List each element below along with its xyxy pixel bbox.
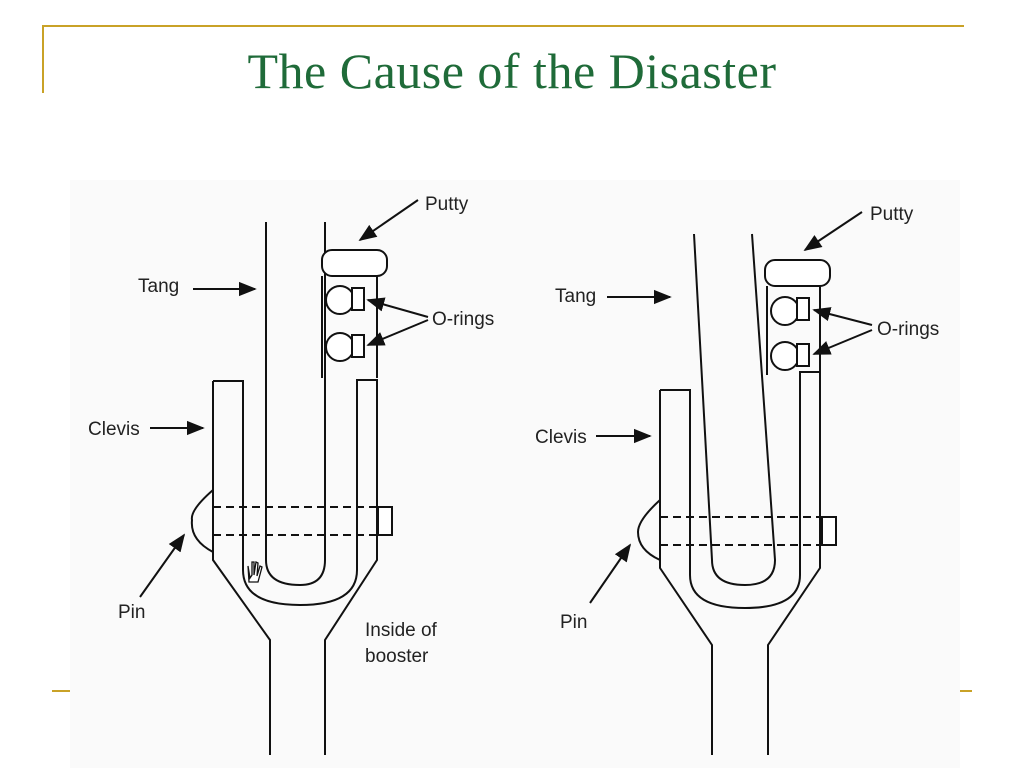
left-label-tang: Tang	[138, 276, 179, 297]
left-label-clevis: Clevis	[88, 419, 140, 440]
frame-left-line	[42, 25, 44, 93]
right-pin-head	[636, 499, 661, 561]
right-clevis	[659, 371, 821, 755]
left-o-ring-upper	[325, 285, 355, 315]
left-label-pin: Pin	[118, 602, 145, 623]
slide-title: The Cause of the Disaster	[247, 43, 777, 99]
right-o-ring-seat-lower	[796, 343, 810, 367]
left-pin-end	[377, 506, 393, 536]
left-gland-wall	[321, 276, 378, 378]
left-o-ring-seat-lower	[351, 334, 365, 358]
left-putty	[321, 249, 388, 277]
left-tang	[265, 222, 326, 587]
right-joint-diagram	[636, 233, 837, 755]
right-o-ring-lower	[770, 341, 800, 371]
frame-bottom-left-line	[52, 690, 72, 692]
right-label-pin: Pin	[560, 612, 587, 633]
right-pin-end	[821, 516, 837, 546]
right-gland-wall	[766, 286, 821, 375]
left-joint-diagram	[190, 222, 393, 755]
left-label-o-rings: O-rings	[432, 309, 494, 330]
left-label-inside-line1: Inside of	[365, 620, 438, 641]
right-putty	[764, 259, 831, 287]
right-label-clevis: Clevis	[535, 427, 587, 448]
frame-top-line	[42, 25, 964, 27]
left-label-putty: Putty	[425, 194, 469, 215]
right-o-ring-seat-upper	[796, 297, 810, 321]
left-label-inside-line2: booster	[365, 646, 429, 667]
frame-bottom-right-line	[958, 690, 972, 692]
right-label-tang: Tang	[555, 286, 596, 307]
left-o-ring-lower	[325, 332, 355, 362]
right-label-putty: Putty	[870, 204, 914, 225]
left-clevis	[212, 379, 378, 755]
left-o-ring-seat-upper	[351, 287, 365, 311]
right-o-ring-upper	[770, 296, 800, 326]
right-tang	[693, 233, 777, 587]
left-pin-head	[190, 489, 214, 553]
right-label-o-rings: O-rings	[877, 319, 939, 340]
hand-cursor-icon	[247, 561, 263, 583]
right-callout-arrows	[589, 211, 873, 604]
left-callout-arrows	[139, 199, 429, 598]
